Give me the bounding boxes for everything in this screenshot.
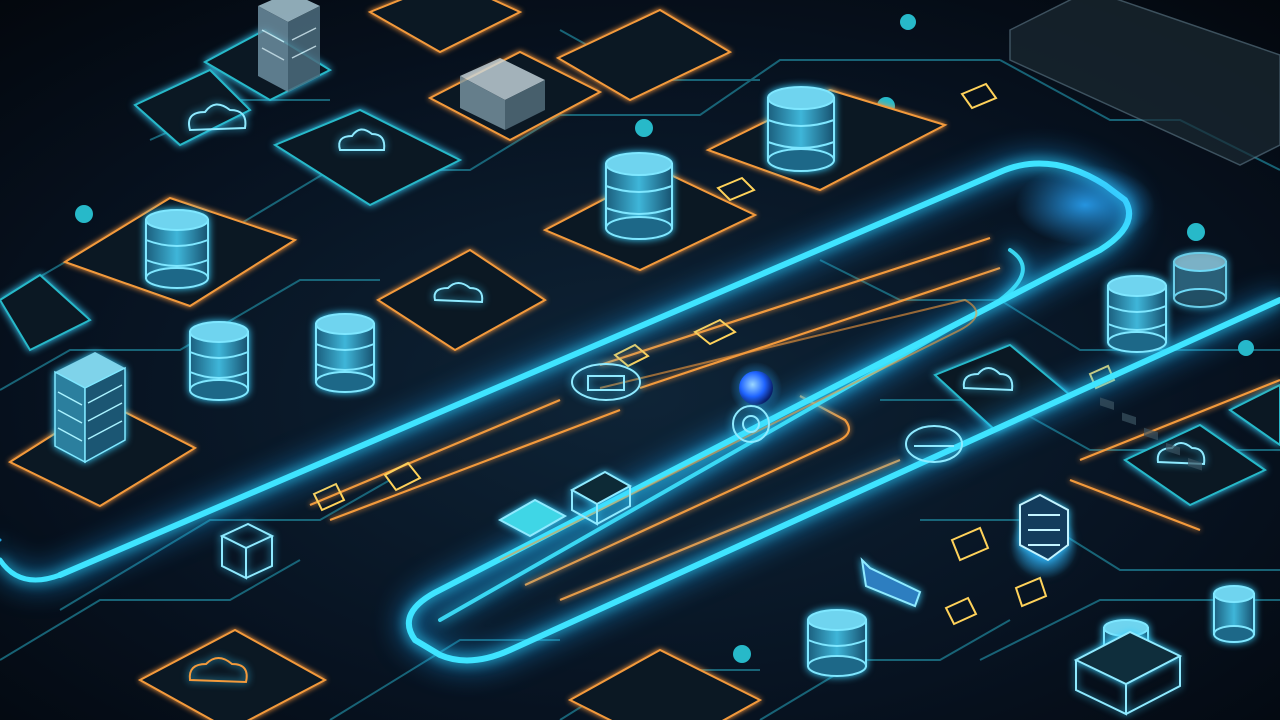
chip-icon xyxy=(569,470,633,526)
inner-orange-loop xyxy=(499,298,978,561)
tile xyxy=(567,648,763,720)
keyboard-panel xyxy=(1009,0,1280,471)
node-dot xyxy=(635,119,653,137)
cloud-icon xyxy=(338,128,386,151)
node-dot xyxy=(733,645,751,663)
tile xyxy=(376,248,547,352)
tile xyxy=(555,8,733,102)
database-cylinder-icon xyxy=(1107,275,1167,353)
gear-icon xyxy=(732,405,770,443)
cloud-icon xyxy=(188,103,247,132)
database-cylinder-icon xyxy=(1213,585,1255,643)
tile xyxy=(367,0,523,54)
server-tower-icon xyxy=(54,352,126,464)
database-cylinder-icon xyxy=(767,86,835,172)
tile xyxy=(133,68,252,147)
database-cylinder-icon xyxy=(145,209,209,289)
tile xyxy=(272,108,463,207)
cabinet-icon xyxy=(219,522,275,580)
database-cylinder-icon xyxy=(605,152,673,240)
robot-icon xyxy=(1010,493,1078,579)
orange-data-lines xyxy=(309,236,1280,602)
glowing-orb-icon xyxy=(730,362,782,414)
server-tower-icon xyxy=(258,0,320,92)
node-dot xyxy=(1187,223,1205,241)
device-icons xyxy=(188,103,1206,716)
databases xyxy=(145,86,1255,677)
node-dot xyxy=(900,14,916,30)
tile xyxy=(0,273,92,352)
cloud-icon xyxy=(188,657,248,684)
wedge-icon xyxy=(860,557,922,608)
neon-loop xyxy=(0,160,1280,664)
node-dot xyxy=(75,205,93,223)
cloud-icon xyxy=(1156,442,1206,466)
router-icon xyxy=(571,363,641,401)
monitor-icon xyxy=(497,498,568,538)
tile xyxy=(1228,383,1280,447)
cloud-icon xyxy=(905,425,963,463)
cloud-icon xyxy=(433,282,484,304)
database-cylinder-icon xyxy=(189,321,249,401)
cloud-icon xyxy=(962,367,1014,392)
yellow-connectors xyxy=(312,82,1116,626)
node-dot xyxy=(1238,340,1254,356)
servers xyxy=(54,0,545,464)
blue-flare xyxy=(1015,165,1155,245)
database-cylinder-icon xyxy=(315,313,375,393)
database-cylinder-icon xyxy=(807,609,867,677)
network-switch-icon xyxy=(1073,630,1183,716)
database-cylinder-icon xyxy=(1173,252,1227,308)
tile xyxy=(137,628,328,720)
server-tower-icon xyxy=(460,58,545,130)
